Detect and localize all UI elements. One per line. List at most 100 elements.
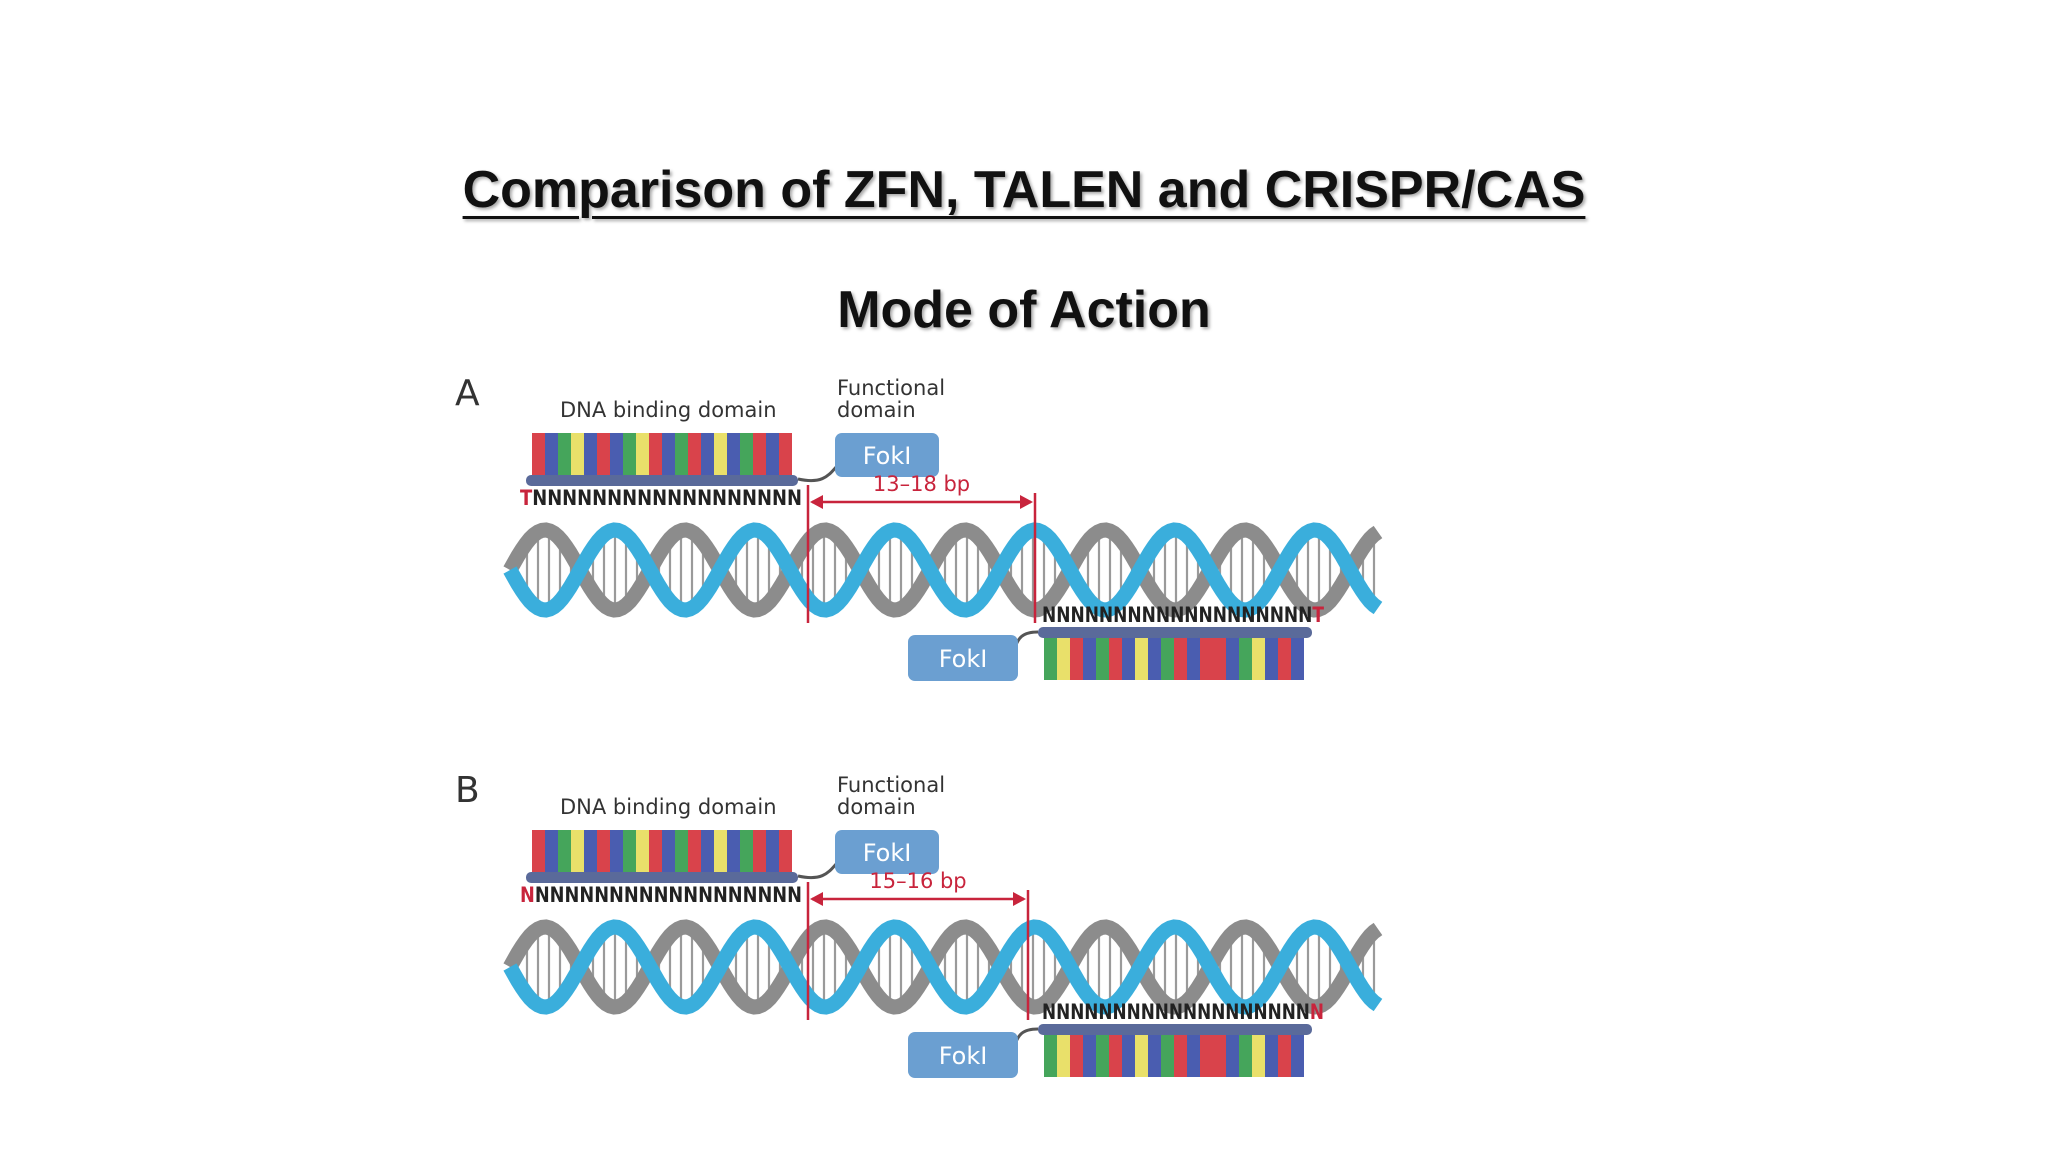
binding-repeat-segment <box>1174 638 1187 680</box>
binding-repeat-segment <box>1057 1035 1070 1077</box>
functional-label: domain <box>837 398 916 422</box>
binding-repeat-segment <box>623 433 636 475</box>
binding-repeat-segment <box>1278 638 1291 680</box>
linker-line <box>797 463 840 482</box>
binding-repeat-segment <box>740 433 753 475</box>
binding-repeat-segment <box>1213 1035 1226 1077</box>
binding-repeat-segment <box>1122 1035 1135 1077</box>
panel-label: A <box>455 373 480 414</box>
dna-strand-blue <box>503 522 1383 618</box>
sequence-bases: NNNNNNNNNNNNNNNNNN <box>535 883 802 907</box>
sequence-tail-base: N <box>1310 1000 1324 1024</box>
binding-repeat-segment <box>571 433 584 475</box>
binding-repeat-segment <box>1252 1035 1265 1077</box>
foki-box <box>908 635 1018 681</box>
binding-repeat-segment <box>1265 638 1278 680</box>
binding-repeat-segment <box>1044 638 1057 680</box>
binding-repeat-segment <box>675 830 688 872</box>
binding-repeat-segment <box>1148 638 1161 680</box>
binding-repeat-segment <box>779 433 792 475</box>
binding-domain-label: DNA binding domain <box>560 795 777 819</box>
binding-repeat-segment <box>753 830 766 872</box>
target-sequence-top: NNNNNNNNNNNNNNNNNNN <box>520 883 802 907</box>
binding-repeat-segment <box>1070 1035 1083 1077</box>
binding-repeat-segment <box>1291 1035 1304 1077</box>
binding-repeat-segment <box>571 830 584 872</box>
binding-repeat-segment <box>1083 638 1096 680</box>
sequence-bases: NNNNNNNNNNNNNNNNNNN <box>1042 603 1312 627</box>
binding-repeat-segment <box>1096 1035 1109 1077</box>
binding-repeat-segment <box>545 830 558 872</box>
binding-repeat-segment <box>558 830 571 872</box>
sequence-lead-base: N <box>520 883 535 907</box>
binding-domain-base <box>526 872 798 883</box>
arrow-head <box>810 495 823 509</box>
foki-box <box>835 433 939 477</box>
sequence-lead-base: T <box>520 486 533 510</box>
slide-subtitle: Mode of Action <box>837 281 1211 339</box>
linker-line <box>797 860 840 879</box>
dna-strand-gray <box>503 522 1383 618</box>
functional-label: domain <box>837 795 916 819</box>
binding-repeat-segment <box>610 433 623 475</box>
dna-strand-blue <box>503 919 1383 1015</box>
target-sequence-bottom: NNNNNNNNNNNNNNNNNNNT <box>1042 603 1325 627</box>
binding-repeat-segment <box>1044 1035 1057 1077</box>
binding-repeat-segment <box>1226 1035 1239 1077</box>
binding-repeat-segment <box>532 433 545 475</box>
binding-repeat-segment <box>1200 638 1213 680</box>
binding-repeat-segment <box>1265 1035 1278 1077</box>
binding-repeat-segment <box>1239 638 1252 680</box>
functional-label: Functional <box>837 376 945 400</box>
binding-repeat-segment <box>662 830 675 872</box>
panel-label: B <box>455 770 480 811</box>
binding-repeat-segment <box>727 433 740 475</box>
binding-repeat-segment <box>766 830 779 872</box>
dna-strand-gray <box>503 919 1383 1015</box>
binding-repeat-segment <box>779 830 792 872</box>
slide-title: Comparison of ZFN, TALEN and CRISPR/CAS <box>462 161 1586 219</box>
binding-repeat-segment <box>1174 1035 1187 1077</box>
binding-repeat-segment <box>584 830 597 872</box>
sequence-bases: NNNNNNNNNNNNNNNNNN <box>532 486 802 510</box>
binding-repeat-segment <box>636 830 649 872</box>
binding-repeat-segment <box>649 433 662 475</box>
binding-repeat-segment <box>1083 1035 1096 1077</box>
binding-repeat-segment <box>649 830 662 872</box>
binding-repeat-segment <box>1187 638 1200 680</box>
arrow-head <box>810 892 823 906</box>
binding-repeat-segment <box>1187 1035 1200 1077</box>
binding-repeat-segment <box>1239 1035 1252 1077</box>
binding-repeat-segment <box>1291 638 1304 680</box>
foki-label: FokI <box>863 442 912 470</box>
binding-repeat-segment <box>753 433 766 475</box>
binding-repeat-segment <box>688 830 701 872</box>
binding-repeat-segment <box>1278 1035 1291 1077</box>
binding-repeat-segment <box>1109 638 1122 680</box>
binding-repeat-segment <box>1226 638 1239 680</box>
functional-label: Functional <box>837 773 945 797</box>
binding-repeat-segment <box>1109 1035 1122 1077</box>
binding-repeat-segment <box>701 433 714 475</box>
foki-box <box>835 830 939 874</box>
arrow-head <box>1020 495 1033 509</box>
binding-repeat-segment <box>636 433 649 475</box>
binding-repeat-segment <box>662 433 675 475</box>
binding-repeat-segment <box>1200 1035 1213 1077</box>
binding-repeat-segment <box>584 433 597 475</box>
binding-repeat-segment <box>545 433 558 475</box>
target-sequence-top: TNNNNNNNNNNNNNNNNNN <box>520 486 802 510</box>
binding-repeat-segment <box>727 830 740 872</box>
binding-repeat-segment <box>688 433 701 475</box>
binding-repeat-segment <box>1122 638 1135 680</box>
binding-repeat-segment <box>714 433 727 475</box>
binding-domain-base <box>1038 1024 1312 1035</box>
binding-repeat-segment <box>701 830 714 872</box>
binding-repeat-segment <box>597 830 610 872</box>
sequence-bases: NNNNNNNNNNNNNNNNNNN <box>1042 1000 1310 1024</box>
binding-repeat-segment <box>714 830 727 872</box>
